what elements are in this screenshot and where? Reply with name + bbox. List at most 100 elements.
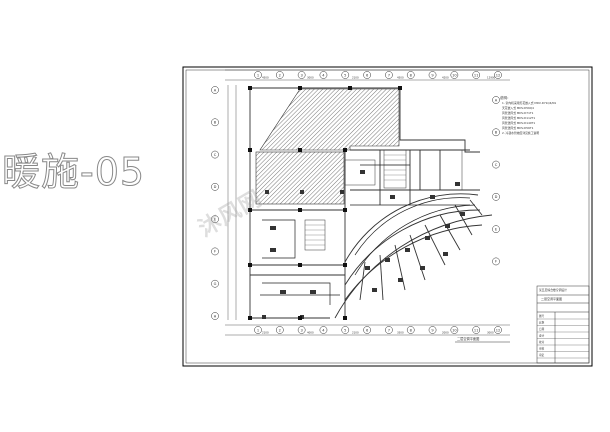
svg-text:A: A (214, 88, 217, 92)
dimension-bottom-value: 3500 (397, 331, 404, 335)
note-line: 天花嵌入式 MDV-D56Q4 (502, 106, 534, 110)
svg-text:F: F (495, 260, 497, 264)
axis-bubbles-left: A B C D E F G H (211, 86, 219, 320)
sheet-label: 暖施-05 (2, 150, 146, 194)
svg-text:10: 10 (452, 73, 457, 77)
svg-text:B: B (495, 131, 498, 135)
axis-bubble-bottom: 5 (341, 326, 350, 334)
notes-heading: 说明： (500, 95, 511, 100)
svg-text:9: 9 (431, 328, 434, 332)
axis-bubble-left: B (211, 118, 219, 127)
svg-text:C: C (214, 153, 217, 157)
title-block-row-label: 审定 (539, 353, 545, 357)
title-block-row-label: 校对 (539, 340, 545, 344)
columns (248, 86, 402, 320)
dimension-top (225, 69, 510, 81)
note-line: 风管送风式 MDV-D56T1 (502, 126, 534, 130)
axis-bubble-left: F (211, 247, 219, 256)
svg-text:5: 5 (344, 328, 346, 332)
axis-bubble-left: E (211, 215, 219, 223)
axis-bubble-left: D (211, 183, 219, 191)
dimension-top-value: 3000 (307, 76, 314, 80)
axis-bubble-bottom: 7 (385, 326, 393, 334)
indoor-units (262, 170, 465, 319)
title-block-row-label: 图号 (539, 314, 545, 318)
notes-list: 1. 室内机采用天花嵌入式 MDV-D71Q4/N1 天花嵌入式 MDV-D56… (502, 101, 556, 135)
dimension-bottom-value: 2100 (352, 331, 359, 335)
axis-bubble-left: G (211, 279, 219, 288)
axis-bubble-right: A (492, 96, 500, 104)
axis-bubble-top: 8 (406, 71, 415, 79)
dimension-top-value: 2100 (352, 76, 359, 80)
axis-bubble-bottom: 12 (494, 326, 502, 334)
svg-text:2: 2 (279, 328, 281, 332)
svg-text:D: D (495, 195, 498, 199)
axis-bubble-right: C (492, 160, 500, 169)
svg-text:B: B (214, 121, 217, 125)
axis-bubble-top: 6 (363, 71, 371, 79)
axis-bubble-top: 2 (275, 71, 284, 79)
axis-bubble-right: E (492, 225, 500, 233)
svg-text:11: 11 (474, 328, 479, 332)
svg-text:5: 5 (344, 73, 346, 77)
drawing-caption: 二层空调平面图 (457, 336, 479, 341)
svg-text:10: 10 (452, 328, 457, 332)
note-line: 风管送风式 MDV-D71T1 (502, 111, 534, 115)
dimension-top-value: 4500 (397, 76, 404, 80)
axis-bubble-bottom: 8 (406, 326, 415, 334)
axis-bubble-left: A (211, 86, 219, 94)
svg-text:2: 2 (279, 73, 281, 77)
axis-bubble-bottom: 11 (472, 326, 481, 334)
svg-text:E: E (214, 217, 217, 221)
title-block-row-label: 日期 (539, 327, 545, 331)
svg-text:6: 6 (366, 328, 369, 332)
dimension-bottom-value: 2100 (262, 331, 269, 335)
title-block-row-label: 比例 (539, 321, 545, 325)
title-block (536, 285, 590, 364)
note-line: 1. 室内机采用天花嵌入式 MDV-D71Q4/N1 (502, 101, 556, 105)
note-line: 风管送风式 MDV-D112T1 (502, 116, 535, 120)
axis-bubble-bottom: 9 (428, 326, 437, 334)
note-line: 2. 冷凝水管坡度详见施工说明 (502, 131, 539, 135)
svg-text:E: E (495, 227, 498, 231)
axis-bubble-top: 4 (319, 71, 328, 79)
title-block-row-label: 设计 (539, 334, 545, 338)
dimension-top-value: 4500 (262, 76, 269, 80)
svg-text:8: 8 (410, 328, 413, 332)
svg-text:4: 4 (322, 73, 325, 77)
title-block-project: 某五层综合楼空调设计 (539, 288, 567, 292)
dimension-top-value: 4200 (442, 76, 449, 80)
svg-text:D: D (214, 185, 217, 189)
refrigerant-piping (260, 164, 476, 305)
axis-bubble-top: 1 (254, 71, 262, 79)
svg-text:H: H (214, 314, 217, 318)
dimension-bottom-value: 4000 (307, 331, 314, 335)
svg-text:11: 11 (474, 73, 479, 77)
hatched-room-left (255, 151, 345, 205)
axis-bubble-top: 3 (297, 71, 306, 79)
svg-text:9: 9 (431, 73, 434, 77)
svg-text:4: 4 (322, 328, 325, 332)
axis-bubble-right: D (492, 193, 500, 201)
svg-text:C: C (495, 163, 498, 167)
svg-text:12: 12 (496, 328, 501, 332)
sheet-frame (182, 66, 593, 367)
svg-text:1: 1 (257, 73, 259, 77)
svg-text:1: 1 (257, 328, 259, 332)
axis-bubble-bottom: 6 (363, 326, 371, 334)
axis-bubble-top: 9 (428, 71, 437, 79)
axis-bubble-bottom: 2 (275, 326, 284, 334)
notes-block: 说明： 1. 室内机采用天花嵌入式 MDV-D71Q4/N1 天花嵌入式 MDV… (500, 95, 556, 135)
svg-text:3: 3 (300, 73, 302, 77)
svg-text:A: A (495, 98, 498, 102)
axis-bubble-top: 12 (494, 71, 502, 79)
svg-text:7: 7 (388, 328, 390, 332)
axis-bubble-top: 11 (472, 71, 481, 79)
dimension-bottom-value: 2000 (442, 331, 449, 335)
hatched-room-upper (259, 88, 400, 151)
